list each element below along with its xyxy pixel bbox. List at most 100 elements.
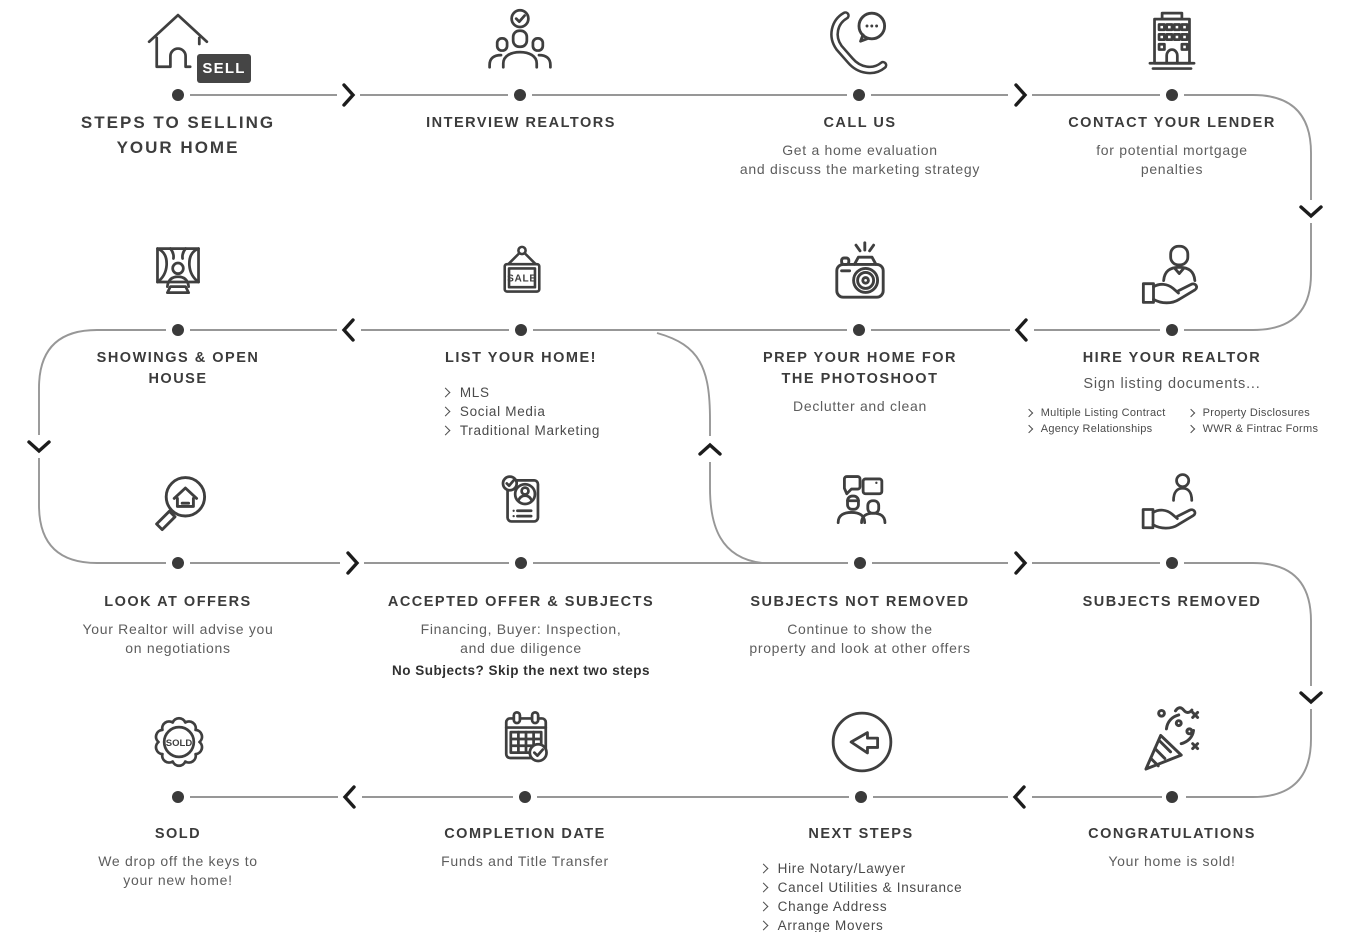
subjects-not-removed-icon (821, 468, 899, 546)
accepted-offer-document-icon (484, 468, 560, 546)
list-item: MLS (440, 383, 600, 402)
step-title: SOLD (154, 826, 202, 842)
chevron-right-icon (1186, 424, 1195, 434)
step-title: STEPS TO SELLING YOUR HOME (80, 113, 276, 157)
sale-sign-text: SALE (507, 273, 537, 284)
list-item: Cancel Utilities & Insurance (758, 878, 963, 897)
flow-lines (38, 94, 1312, 798)
step-prep-your-home: PREP YOUR HOME FOR THE PHOTOSHOOT Declut… (690, 348, 1030, 416)
chevron-right-icon (1024, 424, 1033, 434)
arrow-down-icon (1299, 205, 1323, 219)
step-subjects-removed: SUBJECTS REMOVED (1002, 592, 1342, 620)
step-title: SUBJECTS REMOVED (1082, 594, 1262, 610)
subjects-removed-icon (1133, 470, 1211, 546)
sell-tag: SELL (197, 54, 251, 83)
interview-realtors-icon (482, 8, 558, 84)
step-accepted-offer-subjects: ACCEPTED OFFER & SUBJECTS Financing, Buy… (351, 592, 691, 680)
arrow-left-icon (1014, 318, 1028, 342)
connector-curve-left (38, 458, 166, 564)
direction-arrows (27, 83, 1323, 809)
step-subtitle: Sign listing documents... (1083, 376, 1261, 392)
step-title: COMPLETION DATE (444, 826, 606, 842)
step-title: SUBJECTS NOT REMOVED (750, 594, 970, 610)
step-description: for potential mortgage penalties (1096, 142, 1248, 177)
node-dot (514, 89, 526, 101)
step-description: Declutter and clean (793, 398, 927, 414)
list-item: WWR & Fintrac Forms (1186, 421, 1319, 437)
step-description: Your home is sold! (1108, 853, 1236, 869)
node-dot (172, 791, 184, 803)
marketing-list: MLS Social Media Traditional Marketing (440, 383, 600, 440)
chevron-right-icon (440, 387, 451, 398)
document-list: Multiple Listing Contract Agency Relatio… (1002, 405, 1342, 437)
camera-icon (820, 238, 900, 318)
step-title: INTERVIEW REALTORS (426, 115, 616, 131)
node-dots (172, 89, 1178, 803)
step-congratulations: CONGRATULATIONS Your home is sold! (1002, 824, 1342, 871)
node-dot (519, 791, 531, 803)
magnifier-house-icon (138, 468, 220, 548)
connector-curve-right-top (1184, 223, 1312, 331)
sold-badge-icon: SOLD (141, 703, 217, 781)
node-dot (515, 557, 527, 569)
node-dot (172, 324, 184, 336)
step-description: Funds and Title Transfer (441, 853, 609, 869)
node-dot (853, 324, 865, 336)
node-dot (1166, 89, 1178, 101)
node-dot (853, 89, 865, 101)
node-dot (854, 557, 866, 569)
chevron-right-icon (1186, 408, 1195, 418)
list-item: Property Disclosures (1186, 405, 1319, 421)
arrow-up-icon (698, 442, 722, 456)
step-showings-open-house: SHOWINGS & OPEN HOUSE (8, 348, 348, 397)
back-arrow-circle-icon (823, 703, 901, 781)
step-title: NEXT STEPS (808, 826, 914, 842)
list-item: Hire Notary/Lawyer (758, 859, 963, 878)
arrow-right-icon (342, 83, 356, 107)
step-description: Get a home evaluation and discuss the ma… (739, 142, 981, 177)
calendar-check-icon (488, 703, 564, 781)
step-title: HIRE YOUR REALTOR (1082, 350, 1262, 366)
step-description: Financing, Buyer: Inspection, and due di… (420, 621, 622, 656)
arrow-left-icon (1012, 785, 1026, 809)
arrow-right-icon (1014, 551, 1028, 575)
node-dot (1166, 324, 1178, 336)
arrow-left-icon (342, 785, 356, 809)
step-title: ACCEPTED OFFER & SUBJECTS (387, 594, 655, 610)
step-hire-your-realtor: HIRE YOUR REALTOR Sign listing documents… (1002, 348, 1342, 437)
list-item: Traditional Marketing (440, 421, 600, 440)
step-title: CONGRATULATIONS (1088, 826, 1256, 842)
step-title: SHOWINGS & OPEN HOUSE (96, 350, 260, 387)
step-interview-realtors: INTERVIEW REALTORS (351, 113, 691, 141)
arrow-right-icon (346, 551, 360, 575)
connector-curve-left (38, 329, 166, 435)
step-description: We drop off the keys to your new home! (98, 853, 258, 888)
connector-curve-right-top (1184, 94, 1312, 200)
step-title: PREP YOUR HOME FOR THE PHOTOSHOOT (762, 350, 958, 387)
loop-back-connector (656, 332, 711, 436)
step-description: Your Realtor will advise you on negotiat… (82, 621, 274, 656)
step-completion-date: COMPLETION DATE Funds and Title Transfer (355, 824, 695, 871)
arrow-right-icon (1014, 83, 1028, 107)
showings-window-icon (140, 240, 216, 318)
chevron-right-icon (758, 901, 769, 912)
sale-sign-icon: SALE (486, 242, 558, 318)
party-popper-icon (1131, 701, 1215, 783)
step-list-your-home: LIST YOUR HOME! MLS Social Media Traditi… (351, 348, 691, 440)
step-contact-your-lender: CONTACT YOUR LENDER for potential mortga… (1002, 113, 1342, 179)
step-call-us: CALL US Get a home evaluation and discus… (690, 113, 1030, 179)
loop-back-connector (709, 462, 763, 564)
step-description: Continue to show the property and look a… (749, 621, 971, 656)
node-dot (172, 89, 184, 101)
step-title: CONTACT YOUR LENDER (1068, 115, 1276, 131)
list-item: Agency Relationships (1024, 421, 1166, 437)
hire-realtor-icon (1134, 240, 1212, 318)
chevron-right-icon (758, 882, 769, 893)
arrow-down-icon (27, 440, 51, 454)
node-dot (172, 557, 184, 569)
step-title: LOOK AT OFFERS (104, 594, 252, 610)
call-us-icon (819, 6, 899, 86)
list-item: Social Media (440, 402, 600, 421)
